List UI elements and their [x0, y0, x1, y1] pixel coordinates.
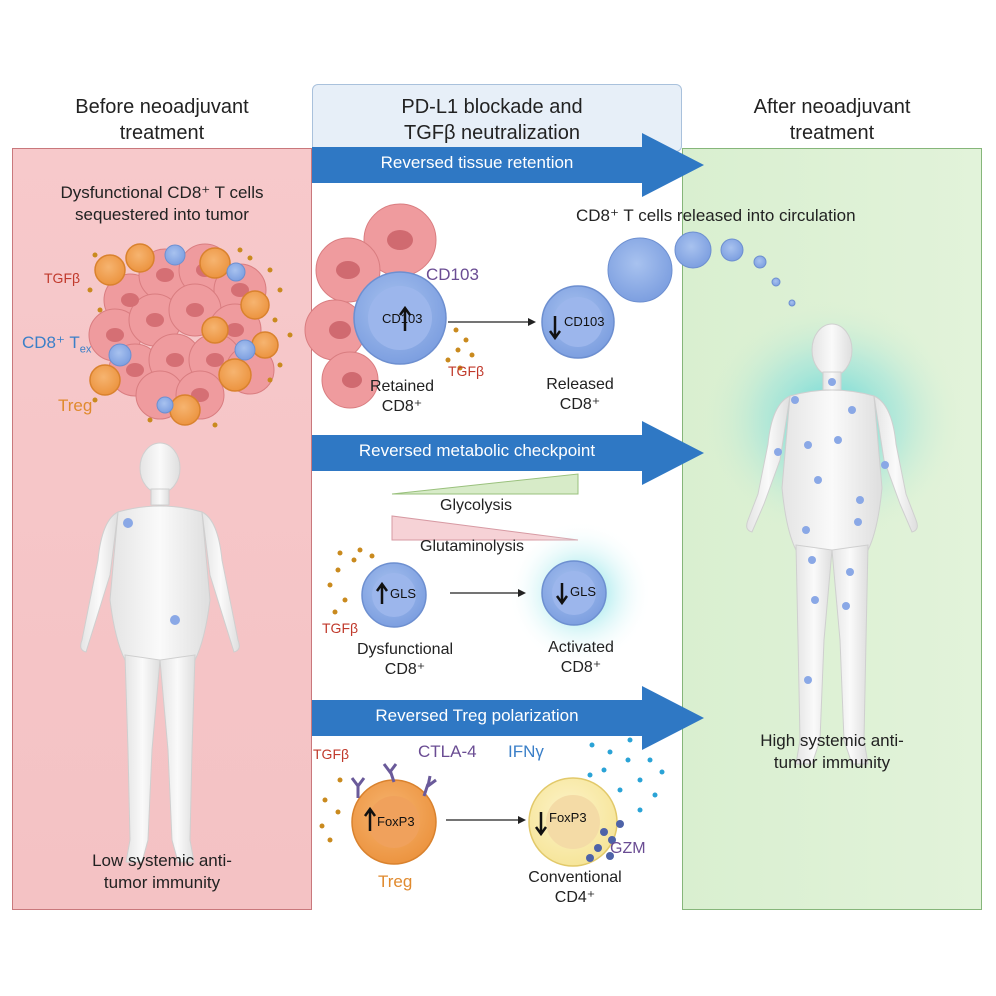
released-cd8-label: Released CD8⁺	[546, 376, 614, 413]
tgfb-treg: TGFβ	[313, 746, 350, 762]
treatment-header-box	[312, 84, 682, 152]
arrow-label: Reversed metabolic checkpoint	[358, 441, 596, 460]
tumor-cluster	[87, 243, 293, 428]
glycolysis-triangle	[391, 473, 579, 495]
after-title: After neoadjuvant treatment	[753, 96, 911, 144]
released-into-circulation: CD8⁺ T cells released into circulation	[576, 206, 856, 225]
dysfunctional-cd8-label: Dysfunctional CD8⁺	[356, 641, 454, 678]
tgfb-metabolic: TGFβ	[322, 620, 359, 636]
low-immunity-label: Low systemic anti- tumor immunity	[92, 851, 232, 892]
arrow-label: Reversed Treg polarization	[375, 706, 579, 725]
arrow-metabolic-checkpoint: Reversed metabolic checkpoint	[312, 421, 704, 485]
left-caption: Dysfunctional CD8⁺ T cells sequestered i…	[60, 183, 264, 224]
activated-cd8-label: Activated CD8⁺	[548, 639, 614, 676]
cd103-retained: CD103	[382, 311, 423, 326]
human-body-left	[80, 442, 240, 863]
cd8-tex-label: CD8⁺ Tex	[22, 333, 92, 356]
high-immunity-label: High systemic anti- tumor immunity	[760, 731, 904, 772]
gzm-label: GZM	[610, 840, 646, 857]
glutaminolysis-label: Glutaminolysis	[420, 538, 525, 555]
tgfb-retention: TGFβ	[448, 363, 485, 379]
foxp3-left: FoxP3	[377, 814, 415, 829]
glutaminolysis-triangle	[391, 515, 579, 541]
ifng-label: IFNγ	[508, 742, 544, 761]
tgfb-label: TGFβ	[44, 270, 81, 286]
retained-cd8-label: Retained CD8⁺	[369, 378, 435, 415]
treg-label: Treg	[58, 396, 93, 415]
before-title: Before neoadjuvant treatment	[75, 96, 249, 144]
cd103-label: CD103	[426, 265, 479, 284]
treatment-title: PD-L1 blockade and TGFβ neutralization	[401, 96, 583, 144]
conventional-cd4-label: Conventional CD4⁺	[528, 869, 622, 906]
gls-left: GLS	[390, 586, 417, 601]
arrow-treg-polarization: Reversed Treg polarization	[312, 686, 704, 750]
glycolysis-label: Glycolysis	[440, 497, 513, 514]
treg-bottom-label: Treg	[378, 872, 413, 891]
arrow-label: Reversed tissue retention	[380, 153, 574, 172]
gls-right: GLS	[570, 584, 597, 599]
foxp3-right: FoxP3	[549, 810, 587, 825]
ctla4-label: CTLA-4	[418, 742, 477, 761]
circulating-cells	[607, 231, 796, 307]
body-cells-right	[774, 378, 889, 684]
arrow-tissue-retention: Reversed tissue retention	[312, 133, 704, 197]
cd103-released: CD103	[564, 314, 605, 329]
